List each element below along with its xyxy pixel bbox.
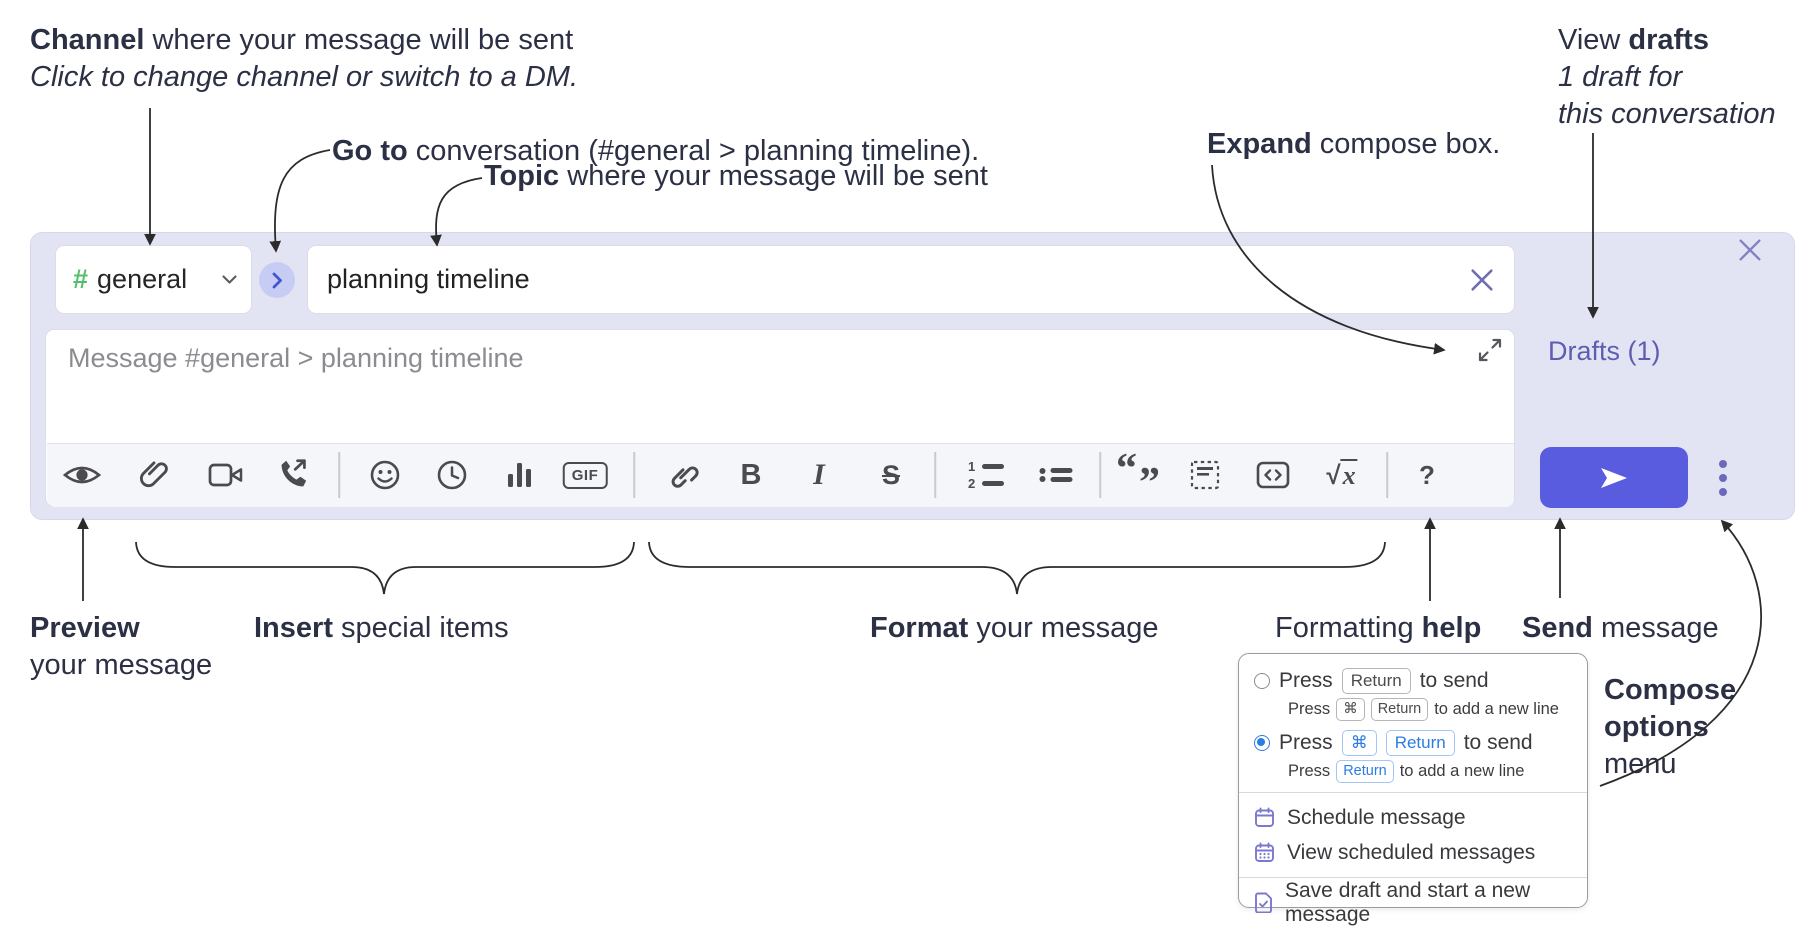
menu-divider — [1239, 877, 1587, 878]
kbd-cmd: ⌘ — [1336, 698, 1365, 721]
kbd-return: Return — [1370, 698, 1429, 721]
radio-selected[interactable] — [1254, 734, 1270, 751]
video-call-icon[interactable] — [208, 443, 244, 507]
numbered-list-icon[interactable]: 1 2 — [968, 443, 1004, 507]
calendar-grid-icon — [1255, 842, 1274, 862]
view-drafts-annotation: View drafts 1 draft for this conversatio… — [1558, 24, 1776, 130]
menu-option-cmd-enter-to-send[interactable]: Press ⌘ Return to send — [1239, 727, 1587, 758]
attach-paperclip-icon[interactable] — [139, 443, 169, 507]
channel-name: general — [97, 264, 188, 294]
expand-compose-icon[interactable] — [1477, 337, 1503, 363]
toolbar-divider — [1386, 452, 1388, 498]
format-annotation: Format your message — [870, 612, 1159, 644]
topic-input[interactable] — [307, 245, 1515, 314]
menu-option-enter-to-send-sub: Press ⌘ Return to add a new line — [1239, 696, 1587, 723]
goto-annotation: Go to conversation (#general > planning … — [332, 135, 980, 167]
formatting-help-icon[interactable]: ? — [1419, 459, 1435, 490]
bold-icon[interactable]: B — [740, 458, 762, 491]
topic-clear-icon[interactable] — [1468, 266, 1496, 294]
channel-annotation: Channel where your message will be sent … — [30, 22, 578, 96]
kbd-return: Return — [1336, 760, 1394, 783]
drafts-link[interactable]: Drafts (1) — [1548, 336, 1661, 366]
code-icon[interactable] — [1256, 443, 1290, 507]
emoji-icon[interactable] — [369, 443, 401, 507]
chevron-down-icon — [222, 274, 237, 284]
send-icon — [1601, 467, 1627, 488]
kbd-cmd: ⌘ — [1341, 729, 1377, 756]
poll-icon[interactable] — [507, 443, 533, 507]
menu-option-enter-to-send[interactable]: Press Return to send — [1239, 665, 1587, 696]
topic-annotation: Topic where your message will be sent — [484, 160, 988, 192]
global-time-icon[interactable] — [436, 443, 468, 507]
gif-icon[interactable]: GIF — [562, 443, 608, 507]
strikethrough-icon[interactable]: S — [881, 459, 901, 490]
insert-annotation: Insert special items — [254, 612, 509, 644]
kbd-return: Return — [1385, 729, 1455, 756]
preview-eye-icon[interactable] — [61, 443, 103, 507]
channel-annotation-bold: Channel — [30, 24, 145, 56]
bulleted-list-icon[interactable] — [1039, 443, 1073, 507]
compose-toolbar — [46, 443, 1514, 507]
chevron-right-icon — [272, 272, 282, 288]
menu-option-cmd-enter-to-send-sub: Press Return to add a new line — [1239, 758, 1587, 785]
channel-selector[interactable]: # general — [55, 245, 252, 314]
channel-annotation-sub: Click to change channel or switch to a D… — [30, 61, 579, 93]
toolbar-divider — [1099, 452, 1101, 498]
quote-icon[interactable]: “” — [1116, 446, 1160, 506]
send-annotation: Send message — [1522, 612, 1719, 644]
radio-unselected[interactable] — [1254, 672, 1270, 689]
link-icon[interactable] — [667, 443, 699, 507]
menu-divider — [1239, 792, 1587, 793]
menu-item-save-draft-new-message[interactable]: Save draft and start a new message — [1239, 879, 1587, 926]
close-compose-icon[interactable] — [1736, 236, 1764, 264]
format-brace — [648, 541, 1386, 595]
draft-document-icon — [1255, 892, 1272, 913]
toolbar-divider — [633, 452, 635, 498]
compose-options-menu: Press Return to send Press ⌘ Return to a… — [1238, 653, 1588, 926]
channel-hash-icon: # — [73, 264, 89, 294]
spoiler-icon[interactable] — [1190, 443, 1220, 507]
go-to-conversation-button[interactable] — [259, 262, 295, 298]
menu-item-view-scheduled-messages[interactable]: View scheduled messages — [1239, 835, 1587, 870]
channel-annotation-rest: where your message will be sent — [144, 24, 574, 56]
message-input[interactable] — [47, 331, 1511, 439]
menu-item-schedule-message[interactable]: Schedule message — [1239, 800, 1587, 835]
expand-annotation: Expand compose box. — [1207, 128, 1501, 160]
math-icon[interactable]: √x — [1326, 459, 1358, 490]
kbd-return: Return — [1341, 667, 1411, 694]
toolbar-divider — [338, 452, 340, 498]
compose-options-kebab-icon[interactable] — [1706, 451, 1740, 505]
insert-brace — [135, 541, 635, 595]
compose-options-annotation: Compose options menu — [1604, 674, 1737, 780]
italic-icon[interactable]: I — [813, 458, 825, 491]
formatting-help-annotation: Formatting help — [1275, 612, 1482, 644]
preview-annotation: Preview your message — [30, 612, 213, 681]
send-button[interactable] — [1540, 447, 1688, 508]
calendar-icon — [1255, 807, 1274, 827]
audio-call-icon[interactable] — [277, 443, 309, 507]
toolbar-divider — [934, 452, 936, 498]
